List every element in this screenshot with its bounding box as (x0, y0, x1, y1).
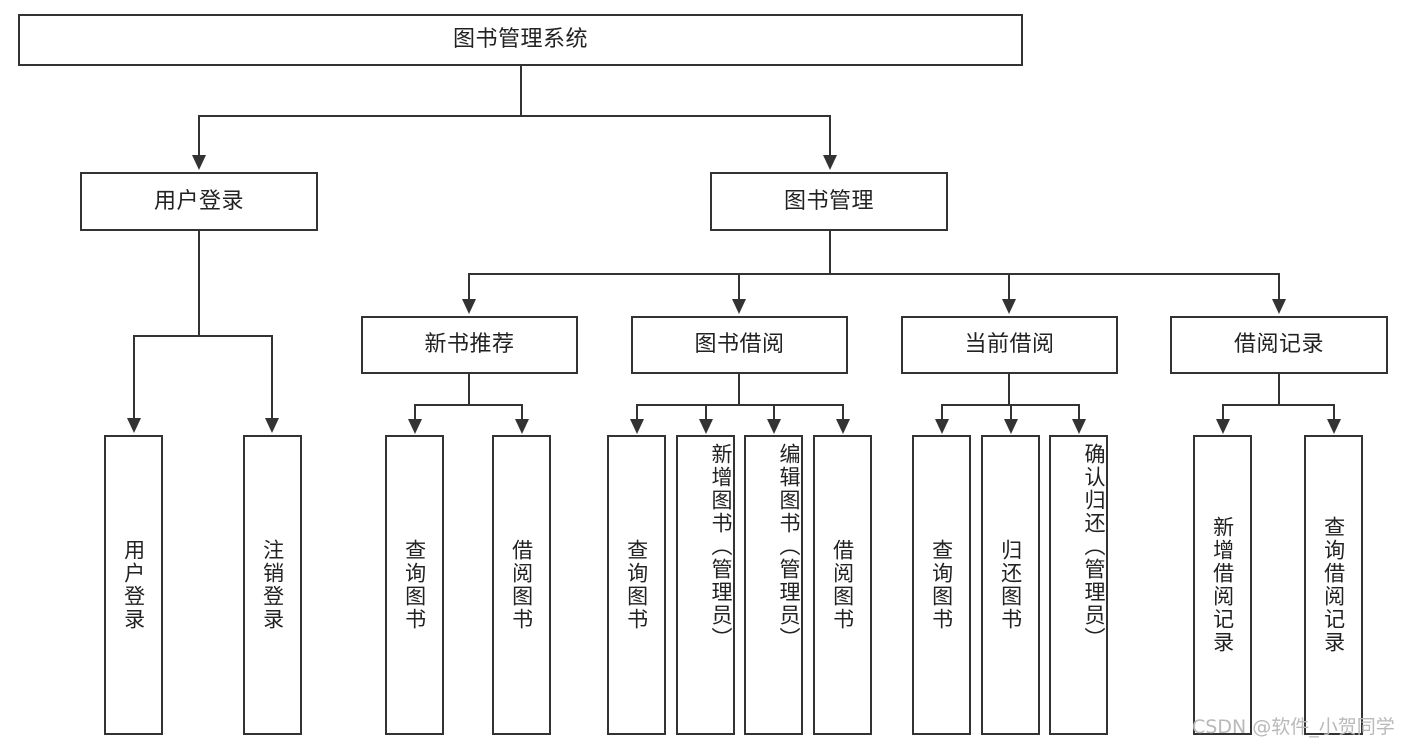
connector-borrow-record-bus (1222, 404, 1335, 406)
connector-drop-nb-leaf-2 (521, 404, 523, 421)
leaf-user-login[interactable]: 用户登录 (104, 435, 163, 735)
node-new-book-recommend-label: 新书推荐 (424, 332, 515, 358)
connector-root-stem (520, 66, 522, 115)
connector-new-book-bus (414, 404, 523, 406)
connector-borrow-record-stem (1278, 374, 1280, 406)
connector-user-login-stem (198, 231, 200, 336)
node-book-manage-label: 图书管理 (783, 188, 874, 214)
node-book-manage[interactable]: 图书管理 (710, 172, 948, 231)
leaf-bb-borrow-book-label: 借阅图书 (830, 539, 855, 631)
node-borrow-record[interactable]: 借阅记录 (1170, 316, 1388, 374)
node-current-borrow[interactable]: 当前借阅 (901, 316, 1118, 374)
connector-drop-bb-leaf-3 (773, 404, 775, 421)
node-borrow-record-label: 借阅记录 (1233, 332, 1324, 358)
connector-drop-br-leaf-1 (1222, 404, 1224, 421)
node-user-login-label: 用户登录 (153, 188, 244, 214)
leaf-br-add-record[interactable]: 新增借阅记录 (1193, 435, 1252, 735)
leaf-cb-query-book-label: 查询图书 (929, 539, 954, 631)
arrowhead-bb-leaf-2 (699, 419, 713, 434)
leaf-bb-borrow-book[interactable]: 借阅图书 (813, 435, 872, 735)
connector-drop-cb-leaf-2 (1010, 404, 1012, 421)
arrowhead-br-leaf-2 (1327, 419, 1341, 434)
leaf-bb-edit-book[interactable]: 编辑图书（管理员） (744, 435, 803, 735)
leaf-br-query-record[interactable]: 查询借阅记录 (1304, 435, 1363, 735)
connector-drop-cb-leaf-3 (1078, 404, 1080, 421)
leaf-bb-add-book[interactable]: 新增图书（管理员） (676, 435, 735, 735)
node-book-borrow-label: 图书借阅 (694, 332, 785, 358)
connector-book-manage-stem (829, 231, 831, 275)
leaf-br-query-record-label: 查询借阅记录 (1321, 516, 1346, 654)
connector-drop-cb-leaf-1 (941, 404, 943, 421)
leaf-logout[interactable]: 注销登录 (243, 435, 302, 735)
arrowhead-bb-leaf-1 (630, 419, 644, 434)
node-user-login[interactable]: 用户登录 (80, 172, 318, 231)
node-new-book-recommend[interactable]: 新书推荐 (361, 316, 578, 374)
connector-book-borrow-bus (636, 404, 844, 406)
connector-new-book-stem (468, 374, 470, 406)
leaf-nb-borrow-book[interactable]: 借阅图书 (492, 435, 551, 735)
node-book-borrow[interactable]: 图书借阅 (631, 316, 848, 374)
leaf-cb-confirm-return[interactable]: 确认归还（管理员） (1049, 435, 1108, 735)
connector-level3-bus (468, 273, 1280, 275)
connector-drop-br-leaf-2 (1333, 404, 1335, 421)
arrowhead-bb-leaf-3 (767, 419, 781, 434)
connector-user-login-bus (133, 335, 273, 337)
arrowhead-current-borrow (1002, 299, 1016, 314)
leaf-cb-confirm-return-label: 确认归还（管理员） (1082, 443, 1106, 650)
node-root[interactable]: 图书管理系统 (18, 14, 1023, 66)
connector-book-borrow-stem (738, 374, 740, 406)
csdn-watermark: CSDN @软件_小贺同学 (1192, 716, 1395, 738)
leaf-bb-query-book-label: 查询图书 (624, 539, 649, 631)
connector-drop-nb-leaf-1 (414, 404, 416, 421)
connector-drop-user-login (198, 115, 200, 157)
connector-drop-current-borrow (1008, 273, 1010, 301)
arrowhead-nb-leaf-2 (515, 419, 529, 434)
leaf-cb-query-book[interactable]: 查询图书 (912, 435, 971, 735)
connector-drop-bb-leaf-2 (705, 404, 707, 421)
node-current-borrow-label: 当前借阅 (964, 332, 1055, 358)
arrowhead-br-leaf-1 (1216, 419, 1230, 434)
arrowhead-user-login (192, 155, 206, 170)
leaf-user-login-label: 用户登录 (121, 539, 146, 631)
arrowhead-book-manage (823, 155, 837, 170)
leaf-nb-borrow-book-label: 借阅图书 (509, 539, 534, 631)
leaf-br-add-record-label: 新增借阅记录 (1210, 516, 1235, 654)
node-root-label: 图书管理系统 (452, 27, 588, 53)
arrowhead-book-borrow (732, 299, 746, 314)
leaf-bb-add-book-label: 新增图书（管理员） (709, 443, 733, 650)
leaf-bb-edit-book-label: 编辑图书（管理员） (777, 443, 801, 650)
connector-drop-book-borrow (738, 273, 740, 301)
arrowhead-cb-leaf-2 (1004, 419, 1018, 434)
connector-drop-leaf-user-login (133, 335, 135, 420)
arrowhead-bb-leaf-4 (836, 419, 850, 434)
leaf-nb-query-book-label: 查询图书 (402, 539, 427, 631)
leaf-bb-query-book[interactable]: 查询图书 (607, 435, 666, 735)
connector-drop-new-book (468, 273, 470, 301)
connector-drop-leaf-logout (271, 335, 273, 420)
leaf-logout-label: 注销登录 (260, 539, 285, 631)
connector-level1-bus (198, 115, 830, 117)
connector-drop-bb-leaf-1 (636, 404, 638, 421)
connector-drop-book-manage (829, 115, 831, 157)
arrowhead-cb-leaf-3 (1072, 419, 1086, 434)
arrowhead-leaf-logout (265, 418, 279, 433)
arrowhead-nb-leaf-1 (408, 419, 422, 434)
leaf-cb-return-book[interactable]: 归还图书 (981, 435, 1040, 735)
leaf-cb-return-book-label: 归还图书 (998, 539, 1023, 631)
leaf-nb-query-book[interactable]: 查询图书 (385, 435, 444, 735)
arrowhead-new-book (462, 299, 476, 314)
connector-drop-borrow-record (1278, 273, 1280, 301)
connector-drop-bb-leaf-4 (842, 404, 844, 421)
connector-current-borrow-stem (1008, 374, 1010, 406)
arrowhead-borrow-record (1272, 299, 1286, 314)
arrowhead-cb-leaf-1 (935, 419, 949, 434)
arrowhead-leaf-user-login (127, 418, 141, 433)
